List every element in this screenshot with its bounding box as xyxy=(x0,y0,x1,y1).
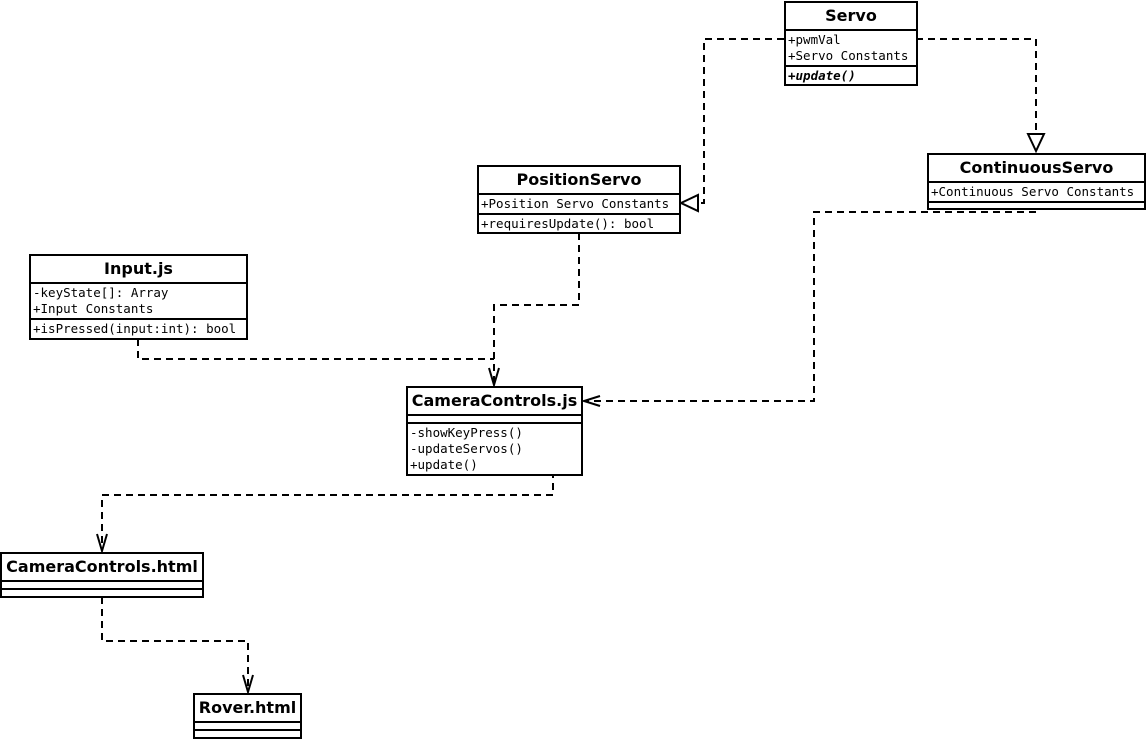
methods-section xyxy=(2,588,202,594)
attribute: +Position Servo Constants xyxy=(481,196,670,211)
attribute: +pwmVal xyxy=(788,32,841,47)
realization-arrowhead xyxy=(678,193,699,213)
class-name: Servo xyxy=(825,6,877,25)
methods-section: +update() xyxy=(786,65,916,85)
attributes-section xyxy=(195,721,300,729)
class-roverhtml[interactable]: Rover.html xyxy=(193,693,302,739)
dependency-arrowhead xyxy=(580,395,601,407)
dependency-arrowhead xyxy=(488,367,500,389)
method: +update() xyxy=(788,68,856,83)
class-name: PositionServo xyxy=(516,170,642,189)
attributes-section xyxy=(2,580,202,588)
attribute: +Servo Constants xyxy=(788,48,909,63)
edge-positionservo-cameracontrolsjs xyxy=(493,233,580,382)
class-servo[interactable]: Servo +pwmVal +Servo Constants +update() xyxy=(784,1,918,86)
class-inputjs[interactable]: Input.js -keyState[]: Array +Input Const… xyxy=(29,254,248,340)
edge-continuousservo-servo xyxy=(916,38,1037,134)
attribute: +Continuous Servo Constants xyxy=(931,184,1135,199)
class-continuousservo[interactable]: ContinuousServo +Continuous Servo Consta… xyxy=(927,153,1146,210)
methods-section: +isPressed(input:int): bool xyxy=(31,318,246,338)
dependency-arrowhead xyxy=(242,674,254,696)
attributes-section: -keyState[]: Array +Input Constants xyxy=(31,282,246,318)
method: -updateServos() xyxy=(410,441,523,456)
methods-section: +requiresUpdate(): bool xyxy=(479,213,679,233)
edge-continuousservo-cameracontrolsjs xyxy=(586,211,1036,402)
class-name: Rover.html xyxy=(198,698,297,717)
attributes-section xyxy=(408,414,581,422)
attribute: -keyState[]: Array xyxy=(33,285,169,300)
class-cameracontrolsjs[interactable]: CameraControls.js -showKeyPress() -updat… xyxy=(406,386,583,476)
method: +update() xyxy=(410,457,478,472)
class-positionservo[interactable]: PositionServo +Position Servo Constants … xyxy=(477,165,681,234)
edge-inputjs-cameracontrolsjs xyxy=(137,339,494,360)
method: +requiresUpdate(): bool xyxy=(481,216,655,231)
methods-section xyxy=(929,201,1144,207)
class-cameracontrolshtml[interactable]: CameraControls.html xyxy=(0,552,204,598)
dependency-arrowhead xyxy=(96,533,108,555)
methods-section xyxy=(195,729,300,735)
attributes-section: +Position Servo Constants xyxy=(479,193,679,213)
attributes-section: +pwmVal +Servo Constants xyxy=(786,29,916,65)
attributes-section: +Continuous Servo Constants xyxy=(929,181,1144,201)
method: +isPressed(input:int): bool xyxy=(33,321,237,336)
class-name: ContinuousServo xyxy=(959,158,1114,177)
class-name: Input.js xyxy=(104,259,173,278)
class-name: CameraControls.html xyxy=(6,557,198,576)
edge-cameracontrolshtml-roverhtml xyxy=(101,597,249,690)
attribute: +Input Constants xyxy=(33,301,154,316)
class-name: CameraControls.js xyxy=(411,391,578,410)
methods-section: -showKeyPress() -updateServos() +update(… xyxy=(408,422,581,474)
method: -showKeyPress() xyxy=(410,425,523,440)
realization-arrowhead xyxy=(1026,133,1046,154)
edge-positionservo-servo xyxy=(698,38,784,204)
